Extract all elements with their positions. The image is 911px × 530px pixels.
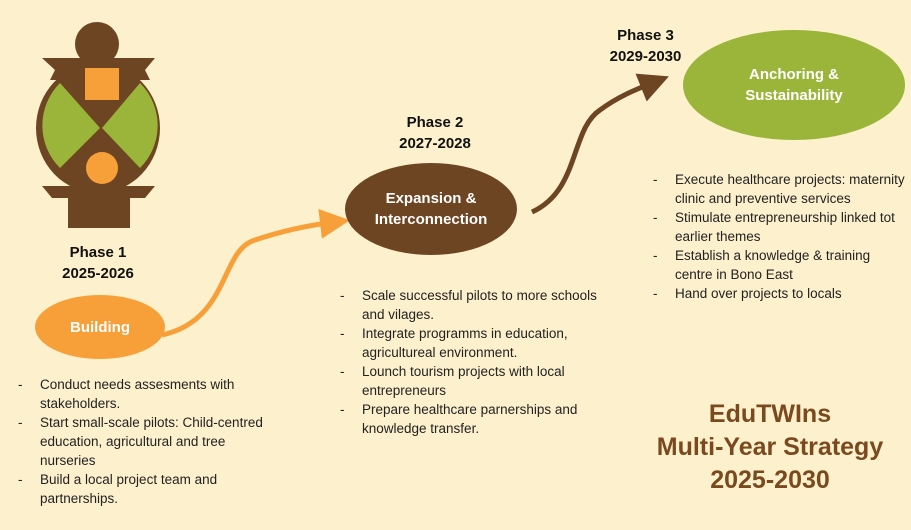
title-line2: Multi-Year Strategy [656,433,884,461]
phase3-ellipse: Anchoring & Sustainability [683,30,905,140]
list-item: Scale successful pilots to more schools … [340,286,610,324]
list-item: Hand over projects to locals [653,284,908,303]
list-item: Stimulate entrepreneurship linked tot ea… [653,208,908,246]
phase3-label: Phase 3 2029-2030 [598,25,693,67]
phase2-title-line2: Interconnection [374,211,488,228]
phase-name: Phase 3 [617,27,674,44]
phase3-title-line2: Sustainability [745,87,843,104]
phase1-label: Phase 1 2025-2026 [48,242,148,284]
list-item: Build a local project team and partnersh… [18,470,278,508]
title-line3: 2025-2030 [710,466,830,494]
list-item: Execute healthcare projects: maternity c… [653,170,908,208]
list-item: Prepare healthcare parnerships and knowl… [340,400,610,438]
phase1-ellipse: Building [35,295,165,359]
phase-name: Phase 2 [406,114,464,131]
list-item: Start small-scale pilots: Child-centred … [18,413,278,470]
logo [36,22,160,228]
phase-years: 2027-2028 [399,135,471,152]
phase2-ellipse: Expansion & Interconnection [345,163,517,255]
phase-years: 2029-2030 [609,48,682,65]
arrow-phase1-to-2 [161,208,350,338]
list-item: Establish a knowledge & training centre … [653,246,908,284]
phase2-list: Scale successful pilots to more schools … [340,286,610,438]
title-line1: EduTWIns [708,400,832,428]
list-item: Lounch tourism projects with local entre… [340,362,610,400]
phase-name: Phase 1 [69,244,127,261]
phase-years: 2025-2026 [62,265,134,282]
arrow-phase2-to-3 [530,73,669,215]
list-item: Conduct needs assesments with stakeholde… [18,375,278,413]
phase3-list: Execute healthcare projects: maternity c… [653,170,908,303]
phase2-label: Phase 2 2027-2028 [385,112,485,154]
phase2-title-line1: Expansion & [385,190,477,207]
phase1-title: Building [70,318,130,336]
strategy-title: EduTWIns Multi-Year Strategy 2025-2030 [630,398,910,497]
phase1-list: Conduct needs assesments with stakeholde… [18,375,278,508]
phase3-title-line1: Anchoring & [749,66,839,83]
list-item: Integrate programms in education, agricu… [340,324,610,362]
